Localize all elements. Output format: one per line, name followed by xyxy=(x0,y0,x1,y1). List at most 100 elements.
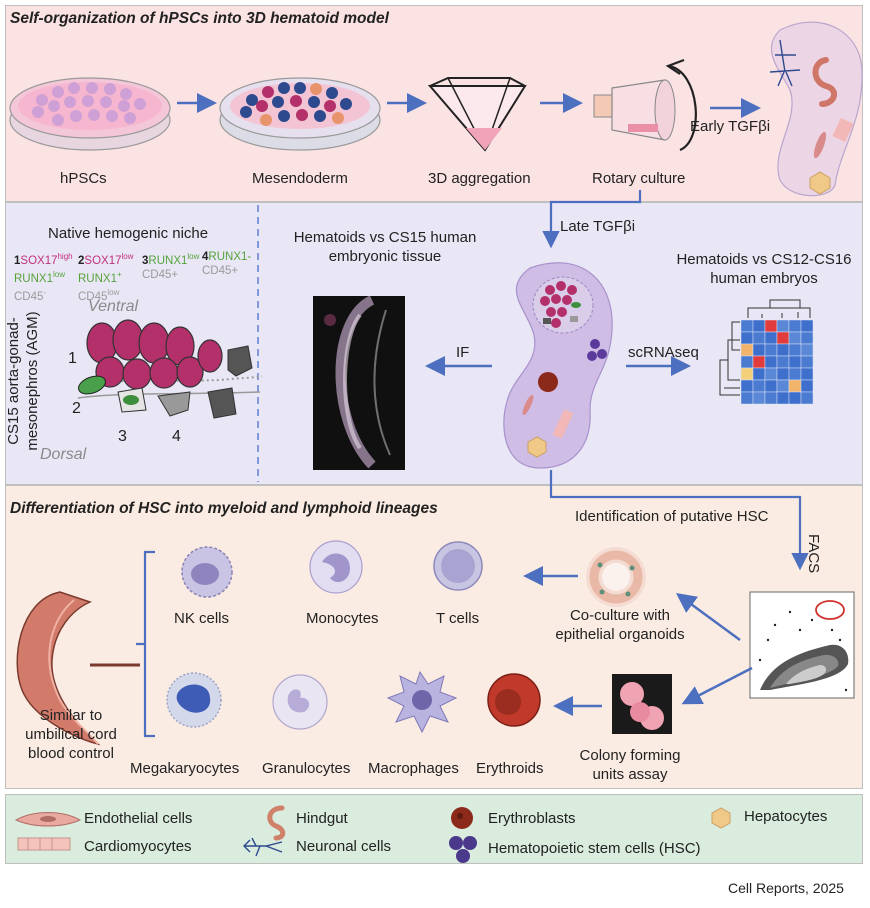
mesendoderm-dish-icon xyxy=(219,77,381,151)
heatmap-cell xyxy=(800,367,814,381)
heatmap-cell xyxy=(752,379,766,393)
pyramid-well-icon xyxy=(427,77,527,152)
colony-photo xyxy=(612,674,672,734)
heatmap-cell xyxy=(752,367,766,381)
t-cells-label: T cells xyxy=(436,610,480,627)
ventral-label: Ventral xyxy=(88,298,139,315)
heatmap-cell xyxy=(788,367,802,381)
hindgut-icon xyxy=(267,805,286,841)
macrophages-label: Macrophages xyxy=(368,760,459,777)
heatmap-cell xyxy=(776,331,790,345)
heatmap-cell xyxy=(776,319,790,333)
scrnaseq-heatmap xyxy=(719,299,811,396)
bottom-panel xyxy=(5,485,863,789)
marker-4: 4RUNX1- CD45+ xyxy=(202,251,252,277)
heatmap-cell xyxy=(800,379,814,393)
monocyte-icon xyxy=(309,540,363,594)
if-tissue-image xyxy=(313,295,405,470)
heatmap-cell xyxy=(800,331,814,345)
heatmap-cell xyxy=(764,355,778,369)
heatmap-cell xyxy=(752,355,766,369)
heatmap-cell xyxy=(764,391,778,405)
megakaryocytes-label: Megakaryocytes xyxy=(130,760,240,777)
heatmap-cell xyxy=(788,343,802,357)
heatmap-cell xyxy=(764,343,778,357)
heatmap-cell xyxy=(752,343,766,357)
hepatocyte-icon xyxy=(711,807,731,829)
heatmap-cell xyxy=(800,319,814,333)
hematoid-icon xyxy=(503,262,613,469)
hpsc-dish-icon xyxy=(9,77,171,151)
organoid-icon xyxy=(586,547,646,607)
legend-erythroblasts: Erythroblasts xyxy=(488,810,576,827)
macrophage-icon xyxy=(386,670,458,734)
heatmap-cell xyxy=(764,379,778,393)
heatmap-cell xyxy=(752,331,766,345)
if-label: IF xyxy=(456,344,470,361)
facs-plot xyxy=(749,591,855,699)
heatmap-cell xyxy=(788,391,802,405)
heatmap-cell xyxy=(800,355,814,369)
heatmap-cell xyxy=(776,343,790,357)
monocytes-label: Monocytes xyxy=(306,610,379,627)
legend-hepatocytes: Hepatocytes xyxy=(744,808,828,825)
hsc-icon xyxy=(449,836,477,863)
heatmap-cell xyxy=(740,367,754,381)
heatmap-cell xyxy=(740,331,754,345)
agm-vertical-label: CS15 aorta-gonad-mesonephros (AGM) xyxy=(5,311,41,451)
nk-cells-label: NK cells xyxy=(174,610,230,627)
heatmap-cell xyxy=(788,379,802,393)
niche-title: Native hemogenic niche xyxy=(48,225,209,242)
erythroblast-icon xyxy=(451,807,473,829)
t-cell-icon xyxy=(433,541,483,591)
cardiomyocyte-icon xyxy=(17,837,71,851)
step-rotary-culture: Rotary culture xyxy=(592,170,686,187)
step-3d-aggregation: 3D aggregation xyxy=(428,170,531,187)
heatmap-cell xyxy=(740,343,754,357)
marker-1: 1SOX17high RUNX1low CD45- xyxy=(14,252,73,303)
legend-hsc: Hematopoietic stem cells (HSC) xyxy=(488,840,701,857)
endothelial-icon xyxy=(14,812,82,827)
heatmap-cell xyxy=(800,391,814,405)
scrnaseq-label: scRNAseq xyxy=(628,344,699,361)
nk-cell-icon xyxy=(181,546,233,598)
heatmap-cell xyxy=(788,331,802,345)
dorsal-label: Dorsal xyxy=(40,446,87,463)
heatmap-cell xyxy=(740,391,754,405)
heatmap-cell xyxy=(776,367,790,381)
granulocyte-icon xyxy=(272,674,328,730)
niche-number-3: 3 xyxy=(118,428,127,445)
legend-hindgut: Hindgut xyxy=(296,810,348,827)
erythroids-label: Erythroids xyxy=(476,760,544,777)
heatmap-cell xyxy=(740,379,754,393)
marker-2: 2SOX17low RUNX1+ CD45low xyxy=(78,252,134,303)
step-mesendoderm: Mesendoderm xyxy=(252,170,348,187)
agm-niche-icon xyxy=(77,319,263,419)
heatmap-cell xyxy=(752,319,766,333)
heatmap-cell xyxy=(764,331,778,345)
step-hpscs: hPSCs xyxy=(60,170,107,187)
bottom-panel-title: Differentiation of HSC into myeloid and … xyxy=(10,500,438,517)
identification-label: Identification of putative HSC xyxy=(575,508,769,525)
heatmap-cell xyxy=(752,391,766,405)
early-tgfb-label: Early TGFβi xyxy=(690,118,771,135)
hematoid-overview-icon xyxy=(769,21,863,197)
heatmap-cell xyxy=(776,355,790,369)
megakaryocyte-icon xyxy=(166,672,222,728)
rotary-tube-icon xyxy=(593,58,697,152)
facs-label: FACS xyxy=(805,534,822,574)
heatmap-cell xyxy=(740,355,754,369)
heatmap-cell xyxy=(776,391,790,405)
heatmap-cell xyxy=(764,367,778,381)
legend-endothelial: Endothelial cells xyxy=(84,810,193,827)
niche-number-4: 4 xyxy=(172,428,181,445)
legend-cardiomyocytes: Cardiomyocytes xyxy=(84,838,192,855)
marker-3: 3RUNX1low CD45+ xyxy=(142,252,200,281)
top-panel-title: Self-organization of hPSCs into 3D hemat… xyxy=(10,10,389,27)
heatmap-cell xyxy=(788,355,802,369)
